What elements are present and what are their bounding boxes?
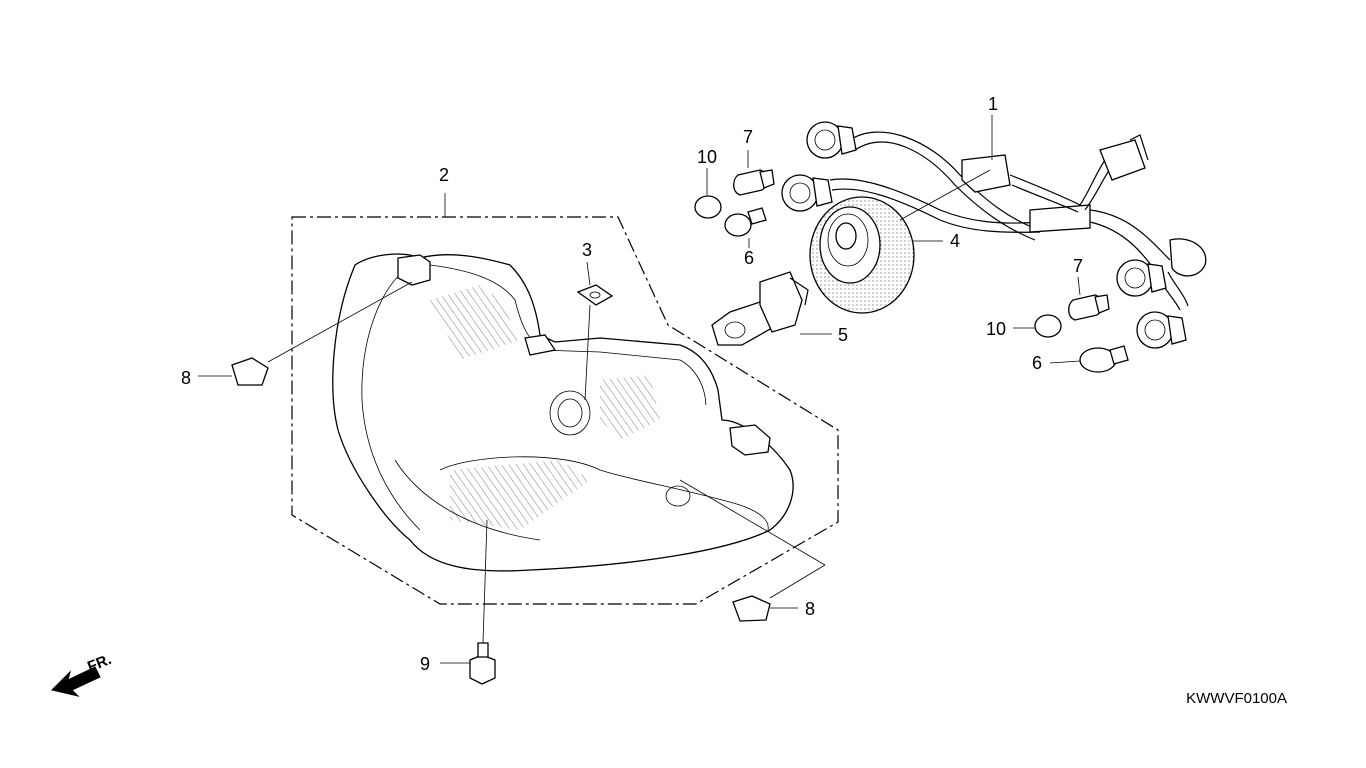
front-direction-arrow: FR. <box>51 651 114 697</box>
callout-6-left: 6 <box>744 248 754 268</box>
bulb-6-right <box>1079 345 1129 373</box>
bulb-socket-middle <box>781 174 833 212</box>
bulb-6-left <box>724 207 767 237</box>
bulb-socket-upper <box>806 121 857 159</box>
drawing-code: KWWVF0100A <box>1186 690 1287 707</box>
bulb-socket-right-lower <box>1136 311 1187 349</box>
bulb-7-right <box>1068 294 1110 321</box>
callout-10-right: 10 <box>986 319 1006 339</box>
callout-3: 3 <box>582 240 592 260</box>
callout-2: 2 <box>439 165 449 185</box>
callout-6-right: 6 <box>1032 353 1042 373</box>
callout-4: 4 <box>950 231 960 251</box>
bolt-9 <box>469 642 496 685</box>
clip-8-right <box>732 595 771 622</box>
leader-lines <box>198 115 1081 664</box>
wiring-harness <box>829 131 1207 311</box>
callout-5: 5 <box>838 325 848 345</box>
bulb-10-right <box>1034 314 1062 338</box>
callout-7-right: 7 <box>1073 256 1083 276</box>
callout-10-left: 10 <box>697 147 717 167</box>
callout-9: 9 <box>420 654 430 674</box>
front-label: FR. <box>85 651 114 676</box>
bulb-10-left <box>694 195 722 219</box>
headlight-housing <box>332 253 794 572</box>
bulb-7-left <box>733 169 775 196</box>
assembly-boundary <box>291 216 839 605</box>
square-nut <box>576 284 614 306</box>
callout-8-left: 8 <box>181 368 191 388</box>
callout-8-right: 8 <box>805 599 815 619</box>
clip-8-left <box>231 357 269 386</box>
headlight-bulb <box>711 271 809 346</box>
dust-cover <box>809 196 915 314</box>
callout-1: 1 <box>988 94 998 114</box>
callout-7-left: 7 <box>743 127 753 147</box>
bulb-socket-right-upper <box>1116 259 1167 297</box>
